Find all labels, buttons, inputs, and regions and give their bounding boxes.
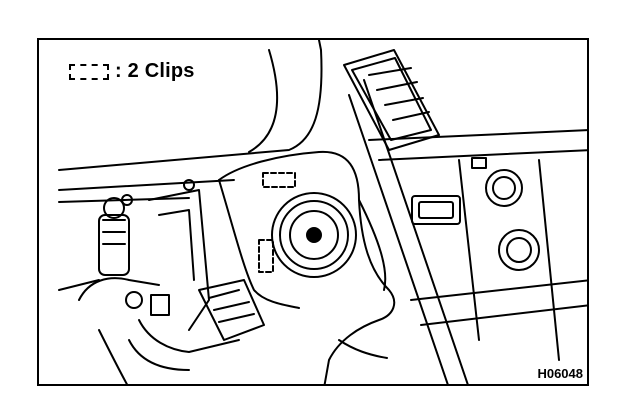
clip-location-upper — [262, 172, 296, 188]
legend-label: : 2 Clips — [115, 60, 195, 82]
legend: : 2 Clips — [69, 60, 195, 83]
small-switch — [411, 195, 461, 225]
dashed-rectangle-clip-icon — [69, 63, 109, 80]
air-vent — [343, 49, 440, 151]
lever-knob — [103, 197, 125, 219]
dashboard-inner-curve — [248, 49, 279, 153]
upper-knob — [485, 169, 523, 207]
diagram-frame: : 2 Clips H06048 — [37, 38, 589, 386]
lower-knob — [498, 229, 540, 271]
dashboard-outline — [58, 40, 323, 171]
steering-cover-outline — [218, 150, 396, 384]
lever-housing — [98, 214, 130, 276]
connector — [198, 279, 265, 341]
switch-center — [306, 227, 322, 243]
figure-code: H06048 — [537, 366, 583, 381]
switch-outer-ring — [271, 192, 357, 278]
clip-location-lower — [258, 239, 274, 273]
steering-column-cover-illustration — [58, 40, 587, 384]
